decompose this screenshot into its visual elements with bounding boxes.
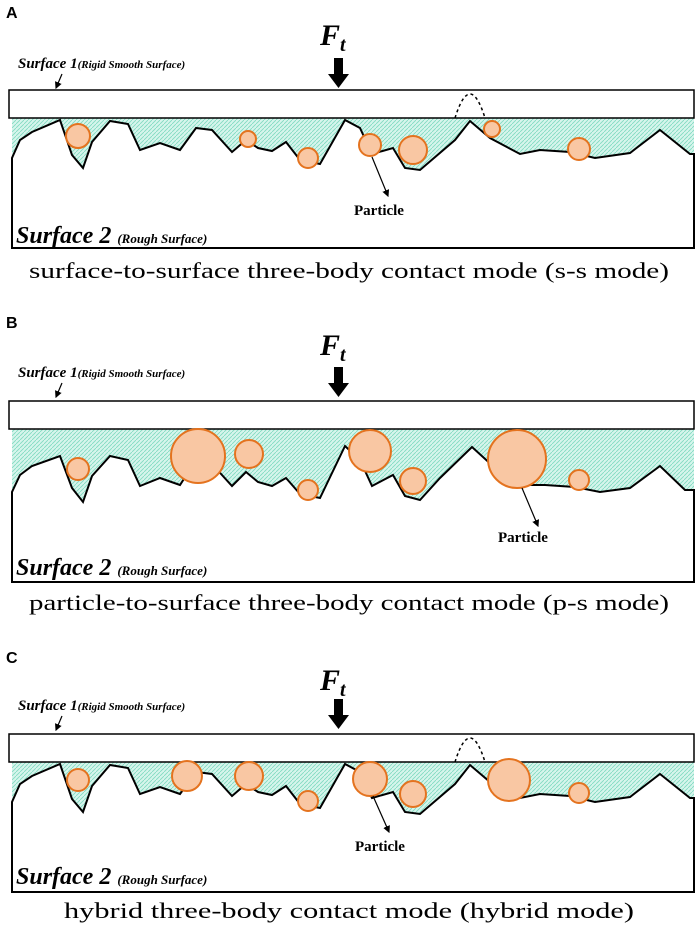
lubricant-fill bbox=[12, 762, 694, 814]
particle-leader bbox=[371, 156, 390, 198]
surface2-label: Surface 2(Rough Surface) bbox=[16, 223, 207, 249]
force-arrow-icon bbox=[328, 699, 349, 729]
particle bbox=[65, 123, 91, 149]
particle bbox=[170, 428, 226, 484]
panel-b: B Ft Surface 1(Rigid Smooth Surface) Par… bbox=[6, 315, 695, 615]
particle bbox=[567, 137, 591, 161]
surface1-plate bbox=[8, 733, 695, 763]
surface2-label: Surface 2(Rough Surface) bbox=[16, 555, 207, 581]
particle-label: Particle bbox=[498, 530, 548, 546]
particle bbox=[297, 479, 319, 501]
panel-a: A Ft Surface 1(Rigid Smooth Surface) Par… bbox=[6, 5, 695, 283]
surface1-leader bbox=[55, 73, 63, 90]
surface1-label: Surface 1(Rigid Smooth Surface) bbox=[18, 56, 185, 72]
surface1-label: Surface 1(Rigid Smooth Surface) bbox=[18, 698, 185, 714]
particle-leader bbox=[521, 487, 539, 528]
particle bbox=[568, 469, 590, 491]
force-label: Ft bbox=[319, 329, 347, 366]
particle-leader bbox=[372, 795, 390, 834]
asperity-dashed-tip bbox=[454, 737, 486, 763]
particle-label: Particle bbox=[355, 839, 405, 855]
panel-letter: B bbox=[6, 315, 18, 332]
lubricant-fill bbox=[12, 118, 694, 170]
panel-letter: C bbox=[6, 650, 18, 667]
force-label: Ft bbox=[319, 19, 347, 56]
particle bbox=[568, 782, 590, 804]
particle bbox=[234, 761, 264, 791]
panel-letter: A bbox=[6, 5, 18, 22]
particle bbox=[239, 130, 257, 148]
surface1-leader bbox=[55, 715, 63, 732]
panel-caption: hybrid three-body contact mode (hybrid m… bbox=[64, 898, 634, 923]
panel-caption: surface-to-surface three-body contact mo… bbox=[29, 258, 669, 283]
particle bbox=[358, 133, 382, 157]
particle bbox=[234, 439, 264, 469]
particle bbox=[352, 761, 388, 797]
particle bbox=[399, 780, 427, 808]
particle bbox=[297, 147, 319, 169]
particle bbox=[487, 429, 547, 489]
panel-c: C Ft Surface 1(Rigid Smooth Surface) Par… bbox=[6, 650, 695, 923]
force-label: Ft bbox=[319, 664, 347, 701]
surface1-plate bbox=[8, 89, 695, 119]
force-arrow-icon bbox=[328, 367, 349, 397]
particle bbox=[487, 758, 531, 802]
particle bbox=[66, 457, 90, 481]
panel-caption: particle-to-surface three-body contact m… bbox=[29, 590, 669, 615]
surface1-leader bbox=[55, 382, 63, 399]
particle bbox=[483, 120, 501, 138]
particle bbox=[171, 760, 203, 792]
surface1-label: Surface 1(Rigid Smooth Surface) bbox=[18, 365, 185, 381]
particle bbox=[348, 429, 392, 473]
surface2-label: Surface 2(Rough Surface) bbox=[16, 864, 207, 890]
particle bbox=[398, 135, 428, 165]
particle bbox=[66, 768, 90, 792]
particle bbox=[399, 467, 427, 495]
particle bbox=[297, 790, 319, 812]
asperity-dashed-tip bbox=[454, 93, 486, 119]
surface1-plate bbox=[8, 400, 695, 430]
particle-label: Particle bbox=[354, 203, 404, 219]
force-arrow-icon bbox=[328, 58, 349, 88]
